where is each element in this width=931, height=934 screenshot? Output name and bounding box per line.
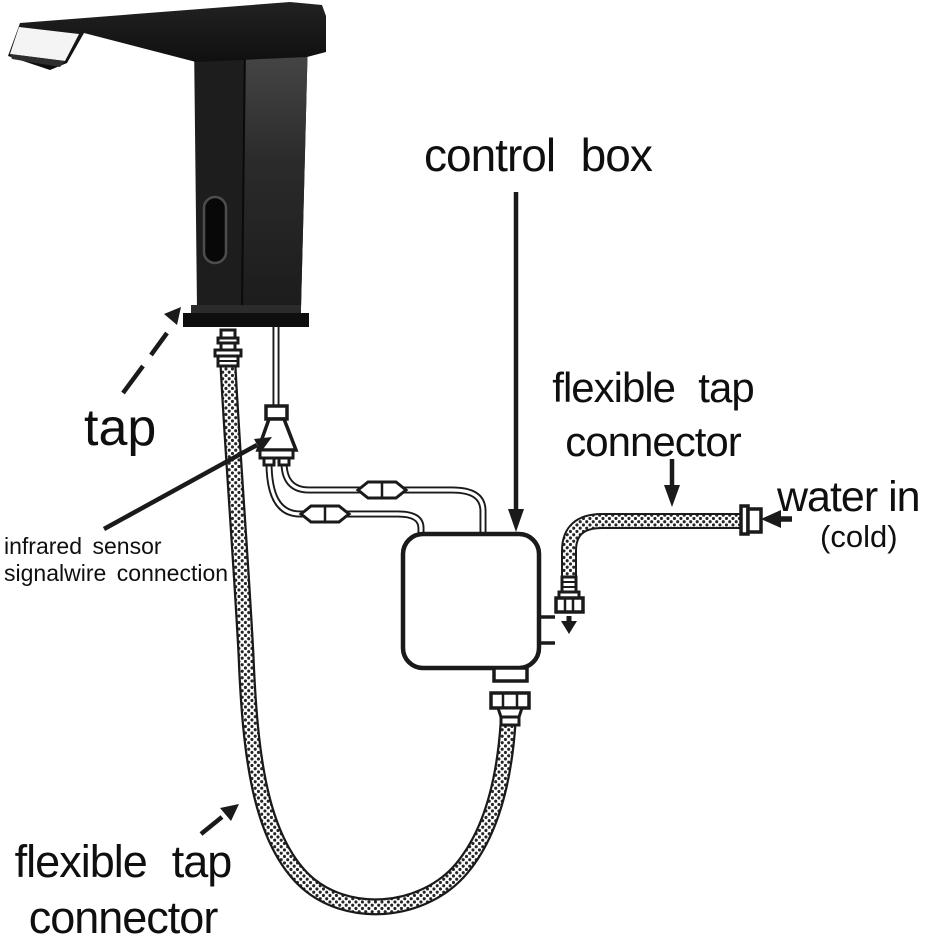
- tap-column-side: [243, 36, 308, 308]
- tap-label: tap: [84, 399, 157, 457]
- water-flow-down-arrow: [561, 616, 577, 634]
- control-box-bottom-fitting: [489, 691, 531, 727]
- water-in-end-fitting: [739, 504, 763, 536]
- tap-graphic: [8, 2, 326, 327]
- flexible-tap-connector-bottom-label: flexible tap connector: [2, 834, 244, 934]
- wire-inline-connector-lower: [298, 504, 352, 524]
- tap-hose-fitting: [213, 328, 243, 368]
- flexible-tap-connector-right-label: flexible tap connector: [533, 361, 773, 469]
- right-hose-bottom-fitting: [554, 575, 585, 614]
- water-in-cold-label: (cold): [820, 519, 898, 554]
- tap-base-plate: [183, 313, 309, 327]
- tap-base-lip: [191, 305, 301, 315]
- tap-spout: [8, 2, 326, 70]
- flexible-tap-bottom-line1: flexible tap: [14, 836, 233, 887]
- control-box: [400, 531, 555, 683]
- tap-arrow: [121, 307, 181, 395]
- water-in-arrow: [761, 510, 792, 528]
- left-flexible-hose: [219, 365, 517, 916]
- infrared-sensor-label-line2: signalwire connection: [4, 560, 229, 586]
- control-box-label: control box: [424, 129, 653, 181]
- infrared-sensor-window: [202, 195, 228, 265]
- infrared-sensor-label-line1: infrared sensor: [4, 533, 162, 559]
- flexible-tap-right-line2: connector: [565, 418, 741, 465]
- wire-inline-connector-upper: [355, 480, 409, 500]
- flexible-tap-bottom-line2: connector: [28, 892, 219, 934]
- tap-spout-tip-face: [10, 27, 79, 61]
- water-in-label: water in: [777, 473, 921, 521]
- flexible-tap-right-line1: flexible tap: [552, 364, 754, 411]
- control-box-arrow: [508, 192, 524, 532]
- flexible-bottom-arrow: [199, 804, 239, 836]
- flexible-right-arrow: [664, 459, 680, 507]
- infrared-connection-arrow: [102, 437, 272, 531]
- signalwire-splitter: [255, 404, 299, 467]
- infrared-sensor-label: infrared sensor signalwire connection: [4, 533, 264, 587]
- right-flexible-hose: [561, 513, 745, 578]
- signal-wires-to-control-box: [265, 461, 487, 538]
